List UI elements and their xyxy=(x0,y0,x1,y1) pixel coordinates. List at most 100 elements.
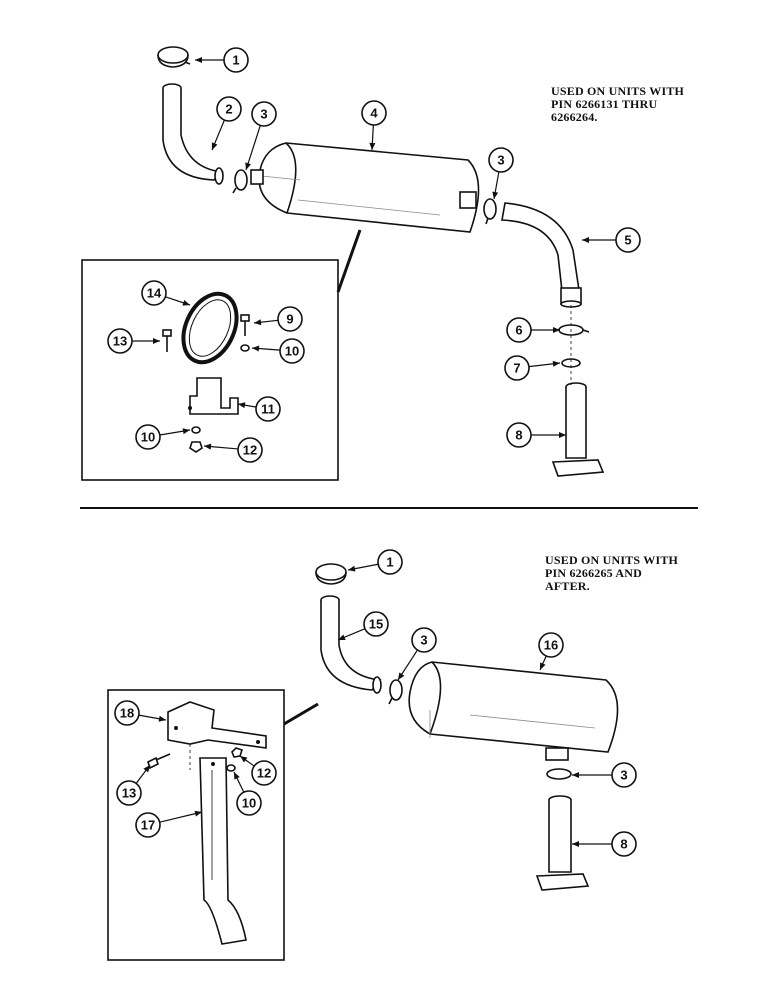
callout-circle xyxy=(107,328,133,354)
leader-arrowhead xyxy=(194,810,202,817)
leader-arrowhead xyxy=(195,57,202,63)
washer-10-lower xyxy=(191,426,201,434)
leader-arrowhead xyxy=(338,634,346,641)
leader-arrowhead xyxy=(153,338,160,344)
callout-number: 14 xyxy=(147,286,162,301)
callout-top-3: 3 xyxy=(245,101,277,171)
bracket-18 xyxy=(167,701,267,749)
callout-number: 3 xyxy=(260,107,267,122)
callout-number: 3 xyxy=(620,768,627,783)
callout-circle xyxy=(279,338,305,364)
callout-number: 16 xyxy=(544,638,558,653)
callout-circle xyxy=(538,632,564,658)
callout-number: 3 xyxy=(497,153,504,168)
callout-number: 12 xyxy=(243,443,257,458)
clamp-bottom-outlet xyxy=(546,768,572,780)
leader-arrowhead xyxy=(182,428,190,435)
callout-number: 13 xyxy=(113,334,127,349)
callout-circle xyxy=(377,549,403,575)
leader-arrowhead xyxy=(553,327,560,333)
leader-arrowhead xyxy=(492,191,499,199)
callout-top-1: 1 xyxy=(195,47,249,73)
callout-top-6: 6 xyxy=(506,317,560,343)
leader-arrowhead xyxy=(348,565,356,572)
leader-arrowhead xyxy=(245,162,251,170)
callout-number: 13 xyxy=(122,786,136,801)
elbow-pipe-top xyxy=(501,202,582,308)
clamp-6 xyxy=(558,324,590,336)
leader-arrowhead xyxy=(143,765,150,773)
callout-top-4: 4 xyxy=(361,100,387,151)
callout-number: 10 xyxy=(141,430,155,445)
leader-arrowhead xyxy=(234,772,240,780)
leader-line xyxy=(245,125,261,171)
callout-circle xyxy=(488,147,514,173)
callout-circle xyxy=(237,437,263,463)
callout-number: 7 xyxy=(513,361,520,376)
callout-circle xyxy=(506,422,532,448)
callout-circle xyxy=(611,762,637,788)
band-clamp-14 xyxy=(181,291,239,365)
clamp-bottom-left xyxy=(388,679,403,705)
callout-number: 6 xyxy=(515,323,522,338)
leader-arrowhead xyxy=(398,672,405,680)
callout-number: 1 xyxy=(232,53,239,68)
rain-cap-top xyxy=(157,46,191,68)
leader-arrowhead xyxy=(559,432,566,438)
leader-arrowhead xyxy=(552,360,560,367)
note-top: USED ON UNITS WITH PIN 6266131 THRU 6266… xyxy=(551,84,685,124)
callout-circle xyxy=(255,396,281,422)
callout-number: 2 xyxy=(225,102,232,117)
callout-top-2: 2 xyxy=(211,96,242,151)
leader-arrowhead xyxy=(252,345,260,352)
washer-10-bottom xyxy=(226,764,236,772)
bolt-13-top xyxy=(162,329,172,352)
support-strap-17 xyxy=(199,757,247,945)
callout-top-3: 3 xyxy=(488,147,514,200)
callout-circle xyxy=(223,47,249,73)
leader-arrowhead xyxy=(254,319,262,326)
callout-top-7: 7 xyxy=(504,355,561,381)
callout-circle xyxy=(236,790,262,816)
callout-top-11: 11 xyxy=(237,396,281,422)
callout-bottom-8: 8 xyxy=(572,831,637,857)
callout-top-9: 9 xyxy=(253,306,303,332)
callout-top-5: 5 xyxy=(582,227,641,253)
clamp-top-right xyxy=(483,198,497,225)
bolt-13-bottom xyxy=(147,753,171,770)
tailpipe-top xyxy=(162,83,224,185)
callout-number: 8 xyxy=(515,428,522,443)
callout-bottom-17: 17 xyxy=(135,810,203,838)
callout-circle xyxy=(116,780,142,806)
note-bottom: USED ON UNITS WITH PIN 6266265 AND AFTER… xyxy=(545,553,679,593)
nut-12-top xyxy=(189,441,203,453)
callout-circle xyxy=(411,627,437,653)
leader-arrowhead xyxy=(540,662,546,670)
leader-arrowhead xyxy=(158,715,166,722)
callout-top-12: 12 xyxy=(203,437,263,463)
callout-circle xyxy=(277,306,303,332)
callout-number: 17 xyxy=(141,818,155,833)
callout-circle xyxy=(251,760,277,786)
callout-number: 18 xyxy=(120,706,134,721)
callout-bottom-10: 10 xyxy=(233,771,262,816)
callout-circle xyxy=(615,227,641,253)
leader-arrowhead xyxy=(211,142,218,150)
callout-circle xyxy=(135,812,161,838)
clamp-top-left xyxy=(232,169,248,194)
callout-number: 12 xyxy=(257,766,271,781)
detail-box-top xyxy=(81,259,339,481)
bracket-11 xyxy=(188,377,239,415)
bolt-9-top xyxy=(240,314,250,336)
callout-number: 5 xyxy=(624,233,631,248)
callout-top-14: 14 xyxy=(141,280,191,306)
callout-number: 10 xyxy=(285,344,299,359)
callout-number: 8 xyxy=(620,837,627,852)
leader-arrowhead xyxy=(582,237,589,243)
callout-number: 10 xyxy=(242,796,256,811)
leader-arrowhead xyxy=(182,299,190,306)
callout-circle xyxy=(135,424,161,450)
leader-line xyxy=(159,811,203,823)
callout-bottom-3: 3 xyxy=(572,762,637,788)
